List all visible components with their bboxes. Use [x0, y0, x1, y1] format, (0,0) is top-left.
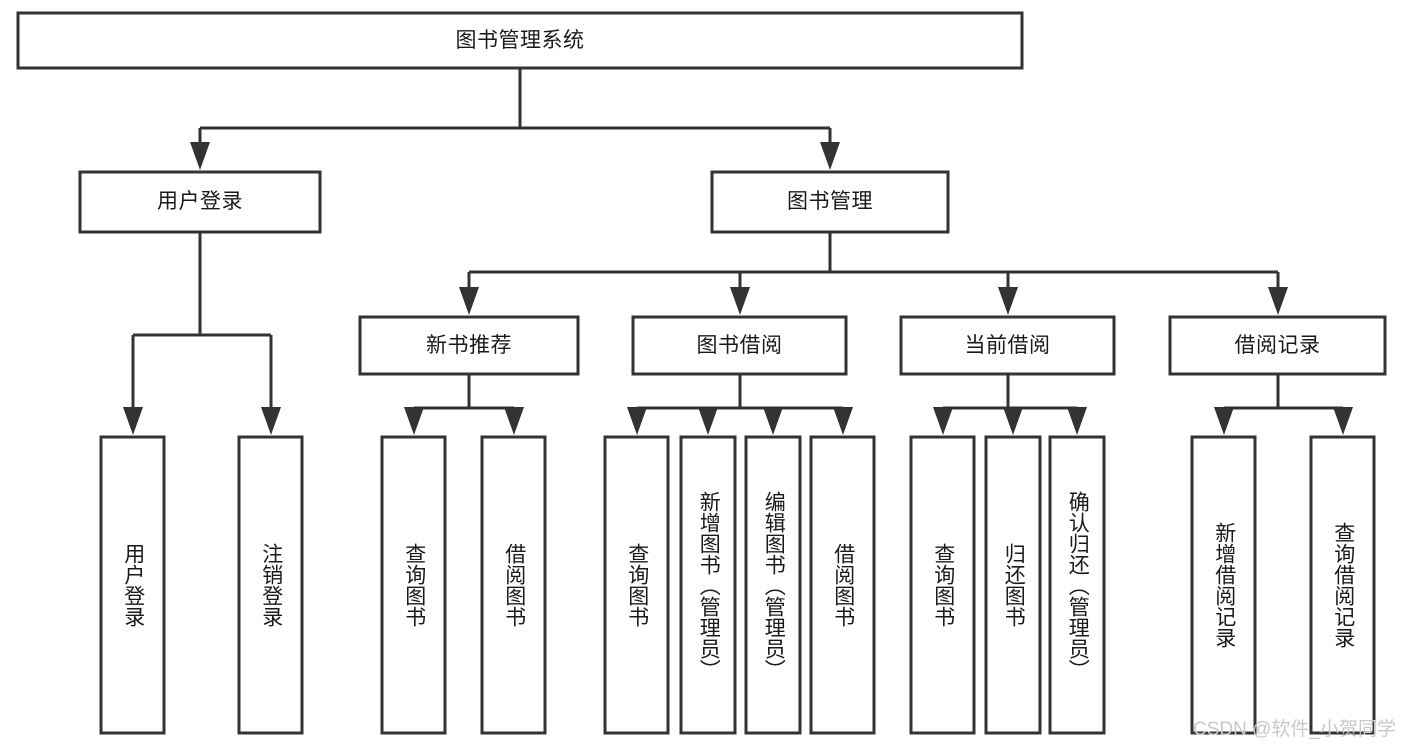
node-borrow[interactable]: [633, 317, 846, 374]
arrow-head-icon: [763, 407, 783, 435]
connector-layer: [123, 68, 1353, 435]
node-box-leaf-borrow-book-2: [809, 435, 876, 735]
node-box-layer: [16, 11, 1387, 735]
arrow-head-icon: [261, 407, 281, 435]
node-records[interactable]: [1170, 317, 1385, 374]
node-leaf-add-record[interactable]: [1192, 437, 1255, 733]
node-box-leaf-borrow-book-1: [480, 435, 547, 735]
arrow-head-icon: [1214, 407, 1234, 435]
node-box-bookmgmt: [710, 170, 950, 234]
node-login[interactable]: [80, 172, 320, 232]
node-box-leaf-query-record: [1309, 435, 1376, 735]
node-leaf-confirm-return[interactable]: [1050, 437, 1104, 733]
arrow-head-icon: [730, 287, 750, 315]
node-root[interactable]: [18, 13, 1022, 68]
arrow-head-icon: [123, 407, 143, 435]
node-box-newbook: [358, 315, 580, 376]
arrow-head-icon: [998, 287, 1018, 315]
node-box-leaf-edit-book: [744, 435, 802, 735]
node-box-leaf-add-record: [1190, 435, 1257, 735]
node-box-login: [78, 170, 322, 234]
node-leaf-borrow-book-2[interactable]: [811, 437, 874, 733]
node-box-leaf-return-book: [984, 435, 1042, 735]
arrow-head-icon: [698, 407, 718, 435]
node-box-leaf-query-book-3: [909, 435, 976, 735]
node-leaf-query-book-1[interactable]: [382, 437, 445, 733]
node-leaf-borrow-book-1[interactable]: [482, 437, 545, 733]
arrow-head-icon: [1003, 407, 1023, 435]
node-leaf-query-record[interactable]: [1311, 437, 1374, 733]
node-current[interactable]: [901, 317, 1114, 374]
node-box-root: [16, 11, 1024, 70]
arrow-head-icon: [404, 407, 424, 435]
node-box-leaf-query-book-2: [603, 435, 670, 735]
node-box-leaf-query-book-1: [380, 435, 447, 735]
node-leaf-query-book-2[interactable]: [605, 437, 668, 733]
node-box-leaf-add-book: [679, 435, 737, 735]
node-leaf-return-book[interactable]: [986, 437, 1040, 733]
arrow-head-icon: [504, 407, 524, 435]
arrow-head-icon: [1067, 407, 1087, 435]
node-box-borrow: [631, 315, 848, 376]
node-box-leaf-user-login: [99, 435, 166, 735]
arrow-head-icon: [627, 407, 647, 435]
node-box-current: [899, 315, 1116, 376]
arrow-head-icon: [833, 407, 853, 435]
node-bookmgmt[interactable]: [712, 172, 948, 232]
arrow-head-icon: [1333, 407, 1353, 435]
node-box-leaf-confirm-return: [1048, 435, 1106, 735]
arrow-head-icon: [933, 407, 953, 435]
node-leaf-query-book-3[interactable]: [911, 437, 974, 733]
node-leaf-user-login[interactable]: [101, 437, 164, 733]
arrow-head-icon: [459, 287, 479, 315]
arrow-head-icon: [190, 142, 210, 170]
node-leaf-add-book[interactable]: [681, 437, 735, 733]
node-box-leaf-user-logout: [237, 435, 304, 735]
arrow-head-icon: [1268, 287, 1288, 315]
node-leaf-edit-book[interactable]: [746, 437, 800, 733]
node-box-records: [1168, 315, 1387, 376]
arrow-head-icon: [820, 142, 840, 170]
node-newbook[interactable]: [360, 317, 578, 374]
node-leaf-user-logout[interactable]: [239, 437, 302, 733]
